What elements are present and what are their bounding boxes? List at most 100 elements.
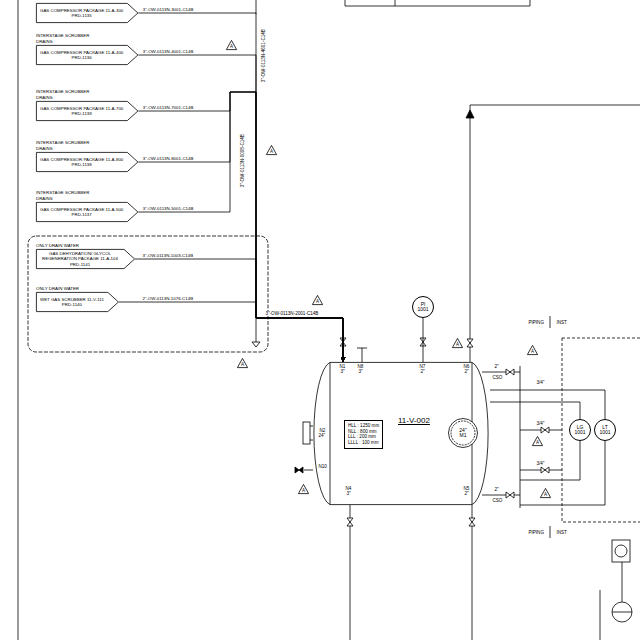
connector-heading: ONLY DRAIN WATER	[36, 286, 90, 291]
revision-mark: A	[241, 363, 244, 368]
valve	[347, 518, 353, 526]
revision-mark: A	[531, 350, 534, 355]
line-number: 3"-OW-0113N-2001-C14B	[265, 311, 319, 316]
outline-group	[540, 488, 550, 497]
nozzle-size: 2"	[464, 369, 469, 374]
triangle-outline	[226, 40, 236, 49]
instrument-tag: 1001	[599, 430, 610, 435]
node-text: PRD-1138	[40, 162, 123, 167]
outline-group	[452, 338, 462, 347]
manway-outline	[451, 421, 475, 445]
instrument-bubble: PI1001	[412, 296, 434, 318]
offpage-connector: ONLY DRAIN WATERWET GAS SCRUBBER 11-V-11…	[36, 292, 119, 312]
node-text: PRD-1141	[40, 262, 120, 267]
triangle-outline	[540, 488, 550, 497]
pipe	[256, 0, 257, 14]
offpage-connector: ONLY DRAIN WATERGAS DEHYDRATION/ GLYCOL …	[36, 249, 135, 269]
valve	[541, 467, 549, 473]
nozzle-size: 2"	[464, 491, 469, 496]
pipe-connector	[423, 318, 424, 362]
revision-triangle: A	[452, 338, 463, 348]
line-number: 2"-OW-0113N-1076-C14B	[142, 296, 193, 301]
node-text: PRD-1136	[40, 55, 123, 60]
connector-heading: INTERSTAGE SCRUBBER DRAINS	[36, 33, 90, 44]
outline-group	[226, 40, 236, 49]
pipe	[256, 318, 257, 342]
outline-group	[36, 249, 134, 268]
node-text: PRD-1135	[40, 13, 123, 18]
outline-group	[36, 45, 137, 64]
nozzle-size: 3"	[340, 369, 345, 374]
node-text: GAS DEHYDRATION/ GLYCOL REGENERATION PAC…	[40, 251, 120, 262]
outline-group	[36, 292, 118, 311]
level-setting: LLL : 200 mm	[348, 434, 379, 440]
pipe-size: 2"	[494, 487, 499, 492]
manway-outline	[449, 419, 478, 448]
pipe-size: 2"	[494, 364, 499, 369]
instrument-line	[520, 441, 605, 505]
offpage-connector: INTERSTAGE SCRUBBER DRAINSGAS COMPRESSOR…	[36, 101, 138, 121]
pipe-connector	[490, 402, 580, 419]
level-setting: LLLL : 100 mm	[348, 440, 379, 446]
offpage-connector: INTERSTAGE SCRUBBER DRAINSGAS COMPRESSOR…	[36, 202, 138, 222]
outline-group	[36, 152, 137, 171]
instrument-boundary	[562, 338, 640, 522]
valve	[506, 492, 514, 498]
instrument-symbol	[615, 545, 627, 557]
revision-triangle: A	[298, 484, 309, 494]
node-text: PRD-1137	[40, 212, 123, 217]
node-text: PRD-1140	[40, 302, 104, 307]
revision-mark: A	[316, 300, 319, 305]
nozzle-tag: N10	[318, 464, 327, 469]
outline-group	[36, 3, 137, 22]
pipe-connector	[138, 13, 343, 362]
revision-mark: A	[544, 493, 547, 498]
revision-mark: A	[302, 489, 305, 494]
manway-flange	[303, 422, 310, 444]
instrument-tag: 1001	[417, 307, 428, 312]
instrument-bubble: LG1001	[569, 419, 591, 441]
line-number: 3"-OW-0113N-5001-C14B	[142, 206, 193, 211]
outline-group	[237, 358, 247, 367]
valve	[467, 339, 473, 347]
offpage-connector: GAS COMPRESSOR PACKAGE 11-A-300PRD-1135	[36, 3, 138, 23]
pipe-connector	[138, 92, 343, 362]
connector-heading: INTERSTAGE SCRUBBER DRAINS	[36, 89, 90, 100]
level-table: HLL : 1250 mmNLL : 800 mmLLL : 200 mmLLL…	[344, 420, 383, 449]
pipe-connector	[135, 259, 343, 362]
triangle-outline	[312, 295, 322, 304]
pipe-connector	[138, 92, 343, 362]
node-text: GAS COMPRESSOR PACKAGE 11-A-500	[40, 207, 123, 212]
revision-cloud	[28, 236, 268, 352]
triangle-outline	[527, 345, 537, 354]
valve-note: CSO	[492, 375, 503, 380]
triangle-outline	[237, 358, 247, 367]
line-number: 3"-OW-0113N-4601-C14B	[261, 28, 266, 82]
instrument-line	[600, 562, 632, 640]
outline-group	[532, 436, 542, 445]
frame-line	[18, 0, 19, 640]
node-text: GAS COMPRESSOR PACKAGE 11-A-400	[40, 50, 123, 55]
revision-triangle: A	[266, 145, 277, 155]
nozzle-stub	[357, 348, 367, 362]
line-number: 3"-OW-0113N-4001-C14B	[142, 49, 193, 54]
outline-group	[527, 345, 537, 354]
manway-symbol: 24"M1	[448, 418, 478, 448]
connector-outline	[36, 292, 118, 311]
revision-mark: A	[456, 343, 459, 348]
g-part	[18, 0, 640, 640]
nozzle-stub	[310, 426, 313, 440]
connector-outline	[36, 45, 137, 64]
boundary-mark	[550, 316, 551, 538]
connector-outline	[36, 152, 137, 171]
valve	[469, 518, 475, 526]
node-text: GAS COMPRESSOR PACKAGE 11-A-700	[40, 106, 123, 111]
triangle-outline	[452, 338, 462, 347]
connector-heading: INTERSTAGE SCRUBBER DRAINS	[36, 140, 90, 151]
nozzle-size: 3"	[346, 491, 351, 496]
revision-mark: A	[536, 441, 539, 446]
instrument-tag: 1001	[574, 430, 585, 435]
boundary-label: PIPING	[528, 530, 544, 535]
pipe-connector	[490, 390, 605, 419]
connector-outline	[36, 202, 137, 221]
